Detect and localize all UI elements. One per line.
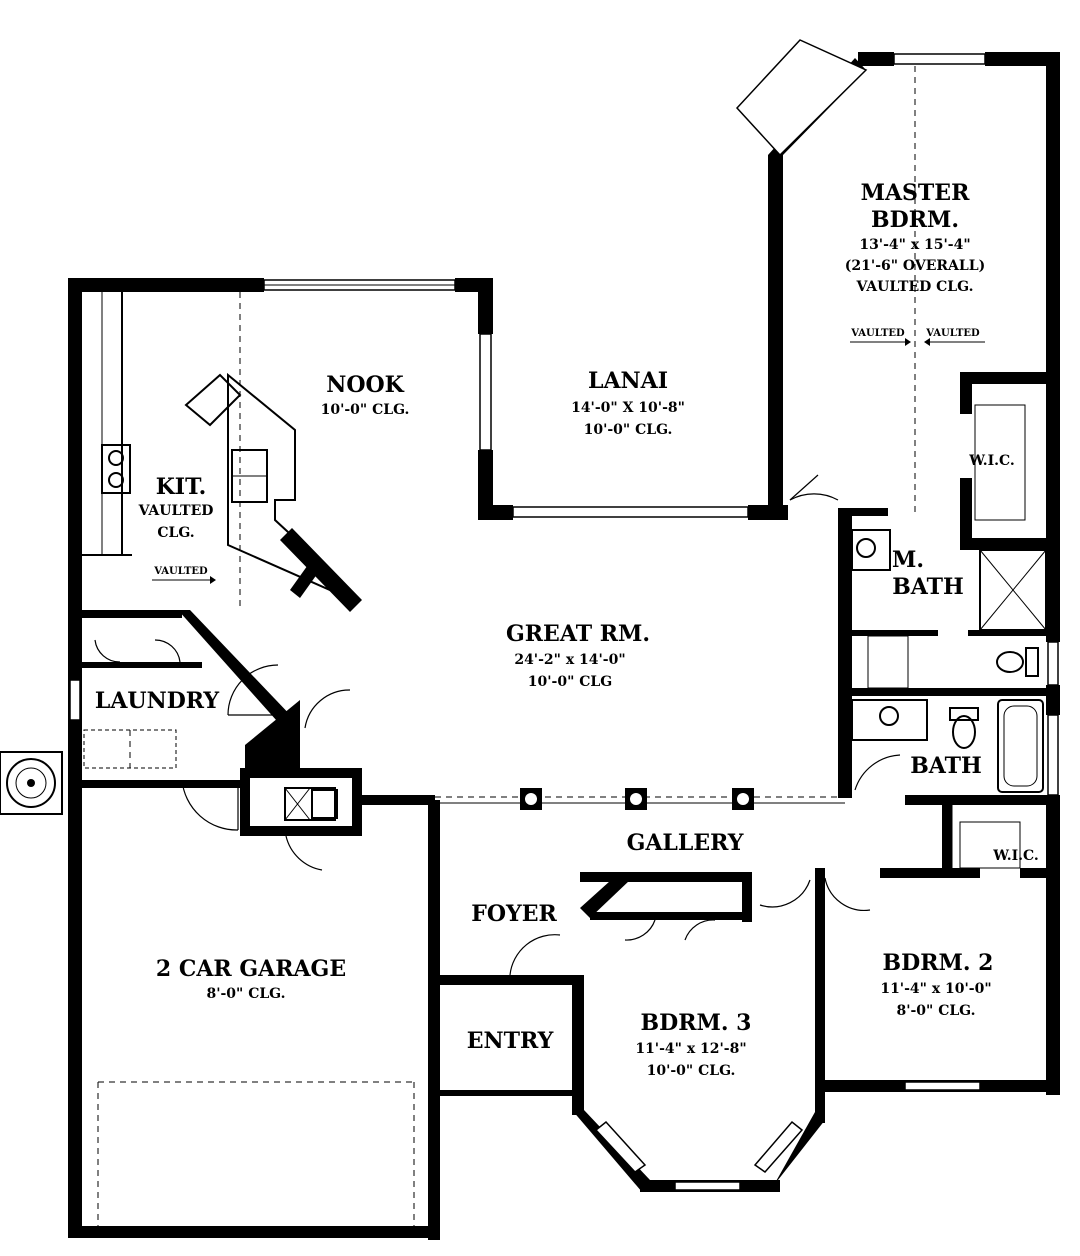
great-room-ceiling: 10'-0" CLG <box>528 674 612 690</box>
lanai-ceiling: 10'-0" CLG. <box>584 422 673 438</box>
bdrm2-wic-label: W.I.C. <box>992 848 1039 864</box>
room-labels: MASTER BDRM. 13'-4" x 15'-4" (21'-6" OVE… <box>95 180 1039 1079</box>
bdrm2-ceiling: 8'-0" CLG. <box>896 1003 975 1019</box>
bdrm3-label: BDRM. 3 <box>641 1010 752 1036</box>
master-bath-label-2: BATH <box>892 574 964 600</box>
garage-label: 2 CAR GARAGE <box>156 956 346 982</box>
nook-label: NOOK <box>326 372 404 398</box>
nook-ceiling: 10'-0" CLG. <box>321 402 410 418</box>
fixtures <box>0 66 1047 1226</box>
doors <box>94 474 901 976</box>
entry-label: ENTRY <box>467 1028 554 1054</box>
master-vaulted-right: VAULTED <box>925 328 980 339</box>
bdrm2-dims: 11'-4" x 10'-0" <box>880 981 991 997</box>
master-bedroom-dims: 13'-4" x 15'-4" <box>859 237 970 253</box>
master-bedroom-label: MASTER <box>861 180 970 206</box>
lanai-label: LANAI <box>588 368 668 394</box>
bdrm3-dims: 11'-4" x 12'-8" <box>635 1041 746 1057</box>
kitchen-label: KIT. <box>156 474 207 500</box>
kitchen-vaulted: VAULTED <box>138 503 214 519</box>
master-wic-label: W.I.C. <box>968 453 1015 469</box>
bdrm3-ceiling: 10'-0" CLG. <box>647 1063 736 1079</box>
foyer-label: FOYER <box>471 901 557 927</box>
kitchen-vaulted-arrow: VAULTED <box>153 566 208 577</box>
lanai-dims: 14'-0" X 10'-8" <box>571 400 685 416</box>
bdrm2-label: BDRM. 2 <box>883 950 994 976</box>
master-bedroom-ceiling: VAULTED CLG. <box>856 279 974 295</box>
master-vaulted-left: VAULTED <box>850 328 905 339</box>
master-bath-label: M. <box>892 547 924 573</box>
great-room-label: GREAT RM. <box>506 621 650 647</box>
windows <box>69 39 1059 1191</box>
laundry-label: LAUNDRY <box>95 688 220 714</box>
kitchen-ceiling: CLG. <box>157 525 194 541</box>
great-room-dims: 24'-2" x 14'-0" <box>514 652 625 668</box>
master-bedroom-label-2: BDRM. <box>871 207 959 233</box>
master-bedroom-overall: (21'-6" OVERALL) <box>845 258 985 274</box>
garage-ceiling: 8'-0" CLG. <box>206 986 285 1002</box>
gallery-label: GALLERY <box>627 830 744 856</box>
bath-label: BATH <box>910 753 982 779</box>
